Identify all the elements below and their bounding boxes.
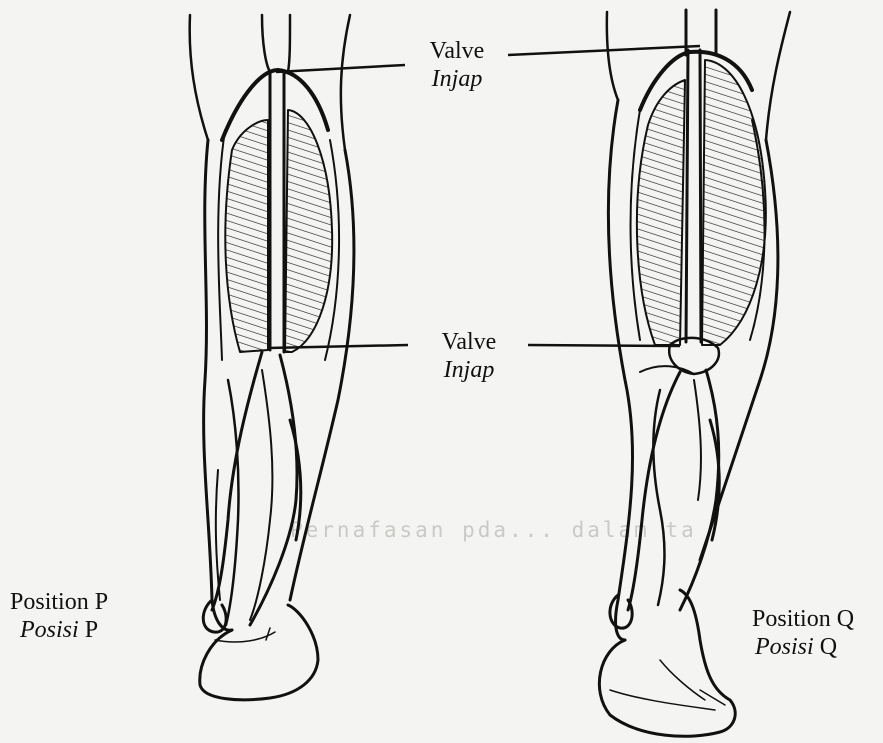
position-q-ms: Posisi Q xyxy=(752,633,854,661)
position-q-en: Position Q xyxy=(752,605,854,633)
leader-mid-right xyxy=(528,345,680,346)
valve-label-mid: Valve Injap xyxy=(424,328,514,384)
position-p-ms: Posisi P xyxy=(10,616,108,644)
leg-p xyxy=(190,15,354,700)
position-q-ms-letter: Q xyxy=(820,634,837,660)
position-q-label: Position Q Posisi Q xyxy=(752,605,854,661)
position-q-ms-word: Posisi xyxy=(755,634,814,660)
position-p-ms-word: Posisi xyxy=(20,617,79,643)
valve-label-top-en: Valve xyxy=(412,37,502,65)
position-p-label: Position P Posisi P xyxy=(10,588,108,644)
valve-label-mid-en: Valve xyxy=(424,328,514,356)
valve-label-top: Valve Injap xyxy=(412,37,502,93)
valve-label-mid-ms: Injap xyxy=(424,356,514,384)
leader-top-right xyxy=(508,46,700,55)
position-p-ms-letter: P xyxy=(85,617,98,643)
valve-label-top-ms: Injap xyxy=(412,65,502,93)
position-p-en: Position P xyxy=(10,588,108,616)
